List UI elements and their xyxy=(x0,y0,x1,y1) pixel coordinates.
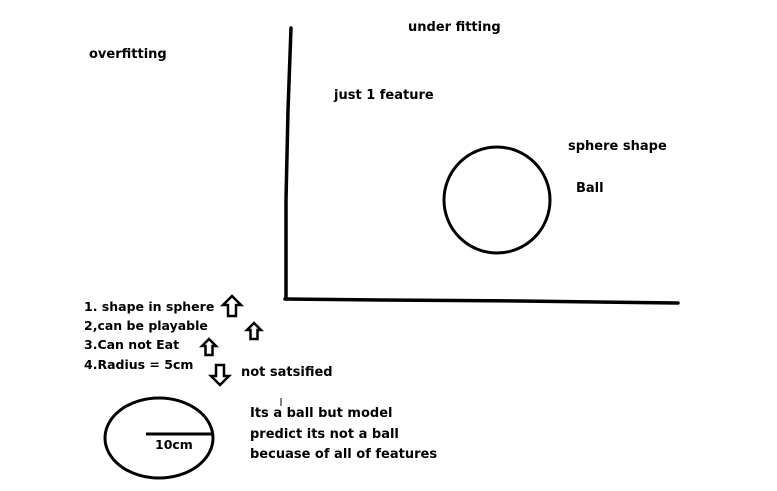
down-arrow-icon xyxy=(207,363,233,387)
up-arrow-icon xyxy=(243,321,265,341)
not-satisfied-label: not satsified xyxy=(241,365,333,380)
note-line: becuase of all of features xyxy=(250,447,438,462)
overfitting-label: overfitting xyxy=(89,47,167,62)
note-line: Its a ball but model xyxy=(250,406,393,421)
note-line: predict its not a ball xyxy=(250,427,399,442)
ball-label: Ball xyxy=(576,181,604,196)
ball-circle xyxy=(442,145,552,255)
feature-item: 1. shape in sphere xyxy=(84,299,215,314)
y-axis-line xyxy=(284,26,293,301)
sphere-shape-label: sphere shape xyxy=(568,139,667,154)
radius-label: 10cm xyxy=(155,437,193,452)
up-arrow-icon xyxy=(219,294,245,318)
feature-item: 3.Can not Eat xyxy=(84,337,180,352)
up-arrow-icon xyxy=(198,337,220,357)
just-one-feature-label: just 1 feature xyxy=(334,88,434,103)
x-axis-line xyxy=(283,297,680,305)
under-fitting-label: under fitting xyxy=(408,20,501,35)
feature-item: 2,can be playable xyxy=(84,318,208,333)
feature-item: 4.Radius = 5cm xyxy=(84,357,194,372)
small-ball-circle xyxy=(103,396,215,480)
